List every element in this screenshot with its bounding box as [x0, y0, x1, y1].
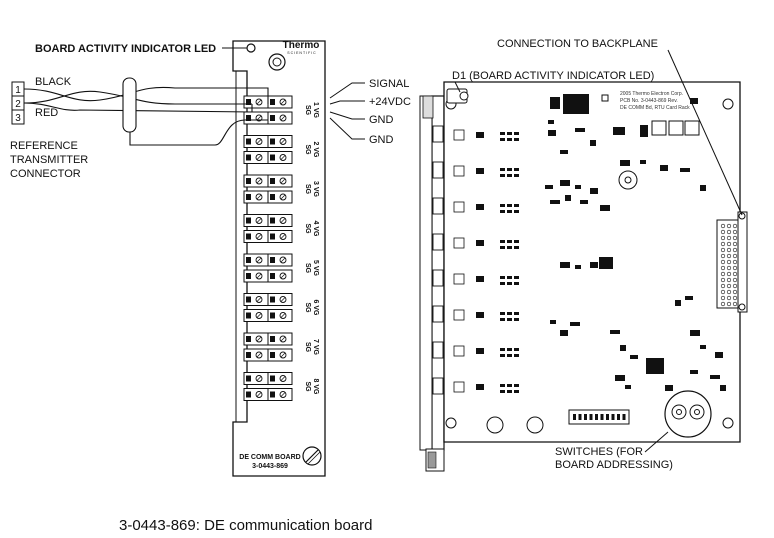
address-switches: [664, 390, 712, 438]
board-led-label: BOARD ACTIVITY INDICATOR LED: [35, 43, 216, 55]
front-panel: Thermo SCIENTIFIC DE COMM BOARD 3-0443-8…: [232, 40, 326, 477]
wire-red-label: RED: [35, 107, 58, 119]
channel-sg-label-5: SG: [304, 263, 311, 274]
ref-label-line1: REFERENCE: [10, 140, 78, 152]
pcb-channel-row: [432, 125, 519, 143]
channel-label-5: 5 VG: [312, 260, 319, 277]
ref-label-line3: CONNECTOR: [10, 168, 81, 180]
channel-label-1: 1 VG: [312, 102, 319, 119]
wire-harness: [23, 86, 269, 146]
channel-sg-label-3: SG: [304, 184, 311, 195]
reference-transmitter-connector: 1 2 3: [11, 81, 25, 125]
wire-black-label: BLACK: [35, 76, 72, 88]
cable-sleeve: [122, 77, 137, 133]
board-part-number: 3-0443-869: [252, 463, 288, 470]
plus24vdc-label: +24VDC: [369, 96, 411, 108]
board-led-indicator: [246, 43, 256, 53]
channel-sg-label-8: SG: [304, 381, 311, 392]
channel-sg-label-4: SG: [304, 223, 311, 234]
channel-label-7: 7 VG: [312, 339, 319, 356]
pcb-channel-row: [432, 161, 519, 179]
gnd-label-1: GND: [369, 114, 394, 126]
board-name: DE COMM BOARD: [239, 454, 300, 461]
ref-label-line2: TRANSMITTER: [10, 154, 88, 166]
pcb-channel-row: [432, 197, 519, 215]
pin-2-label: 2: [15, 99, 21, 110]
channel-sg-label-2: SG: [304, 144, 311, 155]
d1-led-label: D1 (BOARD ACTIVITY INDICATOR LED): [452, 70, 654, 82]
brand-logo-text: Thermo: [283, 40, 320, 51]
channel-sg-label-1: SG: [304, 105, 311, 116]
switches-label-line1: SWITCHES (FOR: [555, 446, 643, 458]
signal-label: SIGNAL: [369, 78, 409, 90]
pcb-channel-row: [432, 269, 519, 287]
channel-sg-label-6: SG: [304, 302, 311, 313]
channel-label-8: 8 VG: [312, 379, 319, 396]
pcb-silk-line3: DE COMM Bd, RTU Card Rack: [620, 105, 690, 111]
pcb-silk-line1: 2005 Thermo Electron Corp.: [620, 91, 683, 97]
pcb-board: 2005 Thermo Electron Corp. PCB No. 3-044…: [419, 81, 748, 472]
pin-1-label: 1: [15, 85, 21, 96]
switches-label-line2: BOARD ADDRESSING): [555, 459, 673, 471]
channel-label-3: 3 VG: [312, 181, 319, 198]
channel-sg-label-7: SG: [304, 342, 311, 353]
signal-callouts: [329, 82, 365, 140]
pcb-channel-row: [432, 305, 519, 323]
pin-3-label: 3: [15, 113, 21, 124]
pcb-channel-row: [432, 341, 519, 359]
connection-backplane-label: CONNECTION TO BACKPLANE: [497, 38, 658, 50]
pcb-channel-row: [432, 377, 519, 395]
gnd-label-2: GND: [369, 134, 394, 146]
channel-label-2: 2 VG: [312, 142, 319, 159]
brand-logo-subtext: SCIENTIFIC: [287, 51, 316, 55]
channel-label-4: 4 VG: [312, 221, 319, 238]
pcb-channel-row: [432, 233, 519, 251]
channel-label-6: 6 VG: [312, 300, 319, 317]
pcb-header: [568, 409, 630, 425]
pcb-silk-line2: PCB No. 3-0443-869 Rev.: [620, 98, 678, 104]
figure-caption: 3-0443-869: DE communication board: [119, 517, 372, 534]
